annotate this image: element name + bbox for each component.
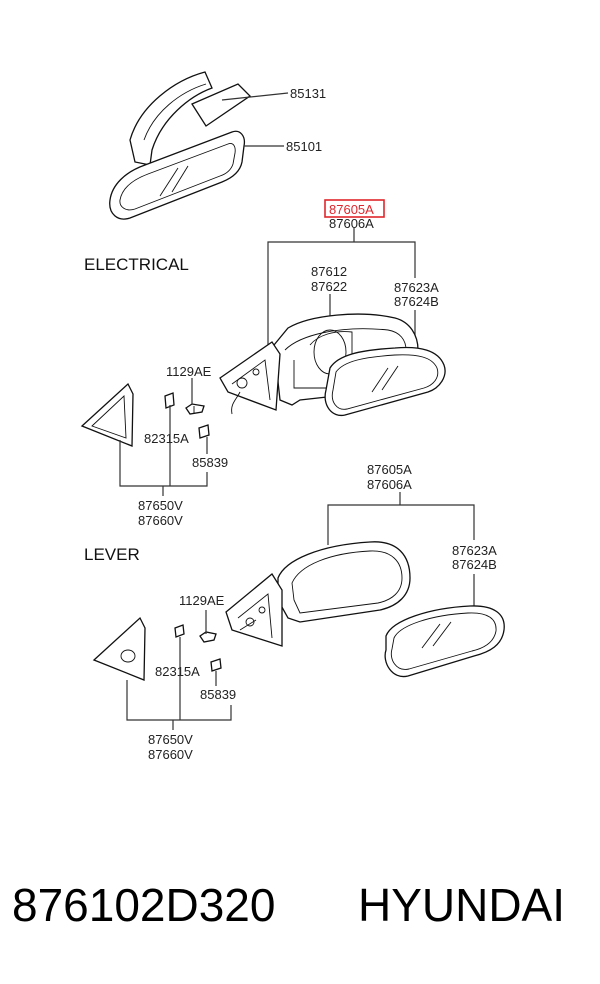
lever-mirror-base [225,573,283,647]
label-87660V-lever: 87660V [148,747,193,762]
label-1129AE-lever: 1129AE [179,593,225,608]
lever-mirror-glass [384,605,505,678]
lever-screw-1129AE [199,631,217,643]
label-85101: 85101 [286,139,322,154]
label-87605A-lever: 87605A [367,462,412,477]
label-85839-electrical: 85839 [192,455,228,470]
label-87606A-lever: 87606A [367,477,412,492]
electrical-clip-85839 [198,424,210,439]
electrical-screw-1129AE [185,403,205,415]
section-title-electrical: ELECTRICAL [84,255,189,274]
label-87622: 87622 [311,279,347,294]
label-87623A-lever: 87623A [452,543,497,558]
lever-delta-cover [92,616,146,681]
label-87650V-lever: 87650V [148,732,193,747]
label-87606A: 87606A [329,216,374,231]
interior-mirror-cover-85131 [129,71,252,166]
electrical-mirror-glass [324,346,446,417]
label-82315A-lever: 82315A [155,664,200,679]
label-87624B: 87624B [394,294,439,309]
label-85131: 85131 [290,86,326,101]
label-87612: 87612 [311,264,347,279]
electrical-delta-cover [80,382,134,447]
label-82315A-electrical: 82315A [144,431,189,446]
brand-name: HYUNDAI [358,879,566,931]
lever-clip-85839 [210,658,222,672]
label-87624B-lever: 87624B [452,557,497,572]
label-87650V-electrical: 87650V [138,498,183,513]
label-87623A: 87623A [394,280,439,295]
section-title-lever: LEVER [84,545,140,564]
electrical-mirror-base [219,341,281,415]
electrical-clip-82315A [164,392,175,409]
footer: 876102D320 HYUNDAI [0,878,600,948]
interior-mirror-85101 [109,130,246,220]
part-number: 876102D320 [12,879,276,931]
label-87605A-highlighted: 87605A [329,202,374,217]
label-1129AE-electrical: 1129AE [166,364,212,379]
label-87660V-electrical: 87660V [138,513,183,528]
lever-clip-82315A [174,624,185,638]
highlight-box [324,199,385,218]
label-85839-lever: 85839 [200,687,236,702]
lever-mirror-housing [277,541,411,623]
